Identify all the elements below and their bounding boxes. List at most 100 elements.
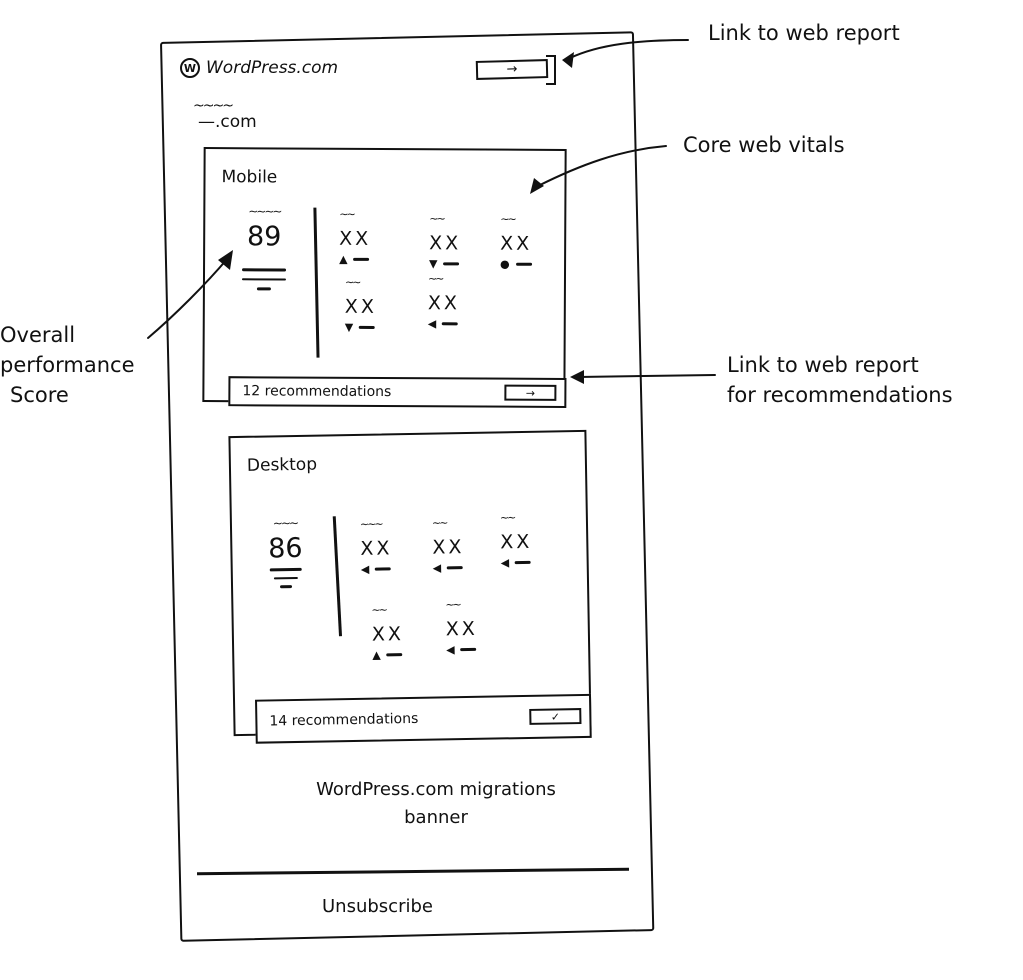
- core-web-vital-metric: ~~ XX ◀: [445, 598, 506, 657]
- annotation-line: for recommendations: [727, 383, 953, 407]
- text-line: [241, 277, 286, 281]
- metric-trend: ▲: [372, 648, 432, 662]
- recommendations-link-button[interactable]: →: [504, 384, 557, 401]
- annotation-line: Overall: [0, 323, 76, 347]
- migrations-banner[interactable]: WordPress.com migrations banner: [286, 776, 586, 832]
- wordpress-icon: W: [180, 58, 200, 78]
- recommendations-count: 14 recommendations: [269, 710, 419, 730]
- trend-value-placeholder: [359, 326, 376, 329]
- desktop-report-card: Desktop ~~~ 86 ~~~ XX ◀ ~~ XX ◀ ~~ XX ◀ …: [228, 429, 592, 744]
- metric-trend: ◀: [446, 643, 506, 657]
- trend-value-placeholder: [443, 262, 460, 266]
- score-description-placeholder: [251, 567, 321, 589]
- metric-value: XX: [371, 623, 405, 646]
- trend-value-placeholder: [353, 258, 370, 261]
- text-line: [242, 268, 287, 271]
- annotation-line: performance: [0, 353, 135, 377]
- metric-value: XX: [344, 295, 377, 318]
- trend-left-icon: ◀: [427, 317, 437, 331]
- overall-score-block: ~~~~ 89: [229, 204, 299, 290]
- metric-trend: ◀: [500, 556, 561, 570]
- score-label-placeholder: ~~~: [272, 515, 298, 531]
- metric-trend: ◀: [360, 562, 421, 576]
- web-report-button[interactable]: →: [475, 59, 549, 80]
- score-description-placeholder: [229, 268, 299, 290]
- trend-left-icon: ◀: [360, 562, 370, 576]
- metric-trend: ▲: [339, 252, 399, 266]
- core-web-vital-metric: ~~ XX ▼: [429, 212, 489, 271]
- annotation-core-web-vitals: Core web vitals: [683, 133, 845, 157]
- metric-label-placeholder: ~~: [429, 212, 444, 226]
- core-web-vital-metric: ~~~ XX ◀: [360, 517, 421, 576]
- trend-value-placeholder: [375, 567, 392, 571]
- vertical-divider: [332, 516, 342, 637]
- metric-value: XX: [427, 292, 460, 315]
- trend-down-icon: ▼: [344, 320, 354, 334]
- recommendations-link-button[interactable]: ✓: [529, 708, 582, 725]
- trend-left-icon: ◀: [500, 556, 510, 570]
- annotation-link-to-web-report: Link to web report: [708, 21, 900, 45]
- metric-trend: ▼: [429, 257, 489, 271]
- metric-label-placeholder: ~~: [371, 603, 387, 617]
- text-line: [280, 585, 293, 588]
- metric-label-placeholder: ~~: [500, 212, 515, 226]
- trend-value-placeholder: [460, 648, 477, 651]
- trend-up-icon: ▲: [339, 252, 348, 266]
- trend-value-placeholder: [515, 262, 532, 266]
- core-web-vital-metric: ~~ XX ▼: [344, 276, 405, 334]
- text-line: [256, 287, 271, 290]
- metric-trend: ▼: [344, 320, 405, 334]
- metric-value: XX: [360, 537, 393, 560]
- metric-trend: ◀: [427, 317, 488, 331]
- trend-left-icon: ◀: [432, 561, 442, 575]
- arrow-right-icon: →: [506, 61, 518, 78]
- card-title: Mobile: [221, 167, 278, 188]
- core-web-vital-metric: ~~ XX ◀: [431, 516, 493, 575]
- text-line: [269, 567, 302, 571]
- score-label-placeholder: ~~~~: [248, 204, 281, 219]
- core-web-vital-metric: ~~ XX ●: [500, 212, 560, 271]
- recommendations-footer: 14 recommendations ✓: [255, 693, 592, 744]
- annotation-bracket: [546, 55, 556, 85]
- metric-value: XX: [500, 530, 533, 554]
- annotation-overall-performance-score: Overall performance Score: [0, 320, 135, 410]
- metric-value: XX: [432, 536, 465, 559]
- banner-line-1: WordPress.com migrations: [316, 779, 556, 800]
- annotation-line: Link to web report: [727, 353, 919, 377]
- metric-trend: ●: [500, 257, 560, 271]
- recommendations-footer: 12 recommendations →: [228, 376, 567, 408]
- unsubscribe-link[interactable]: Unsubscribe: [322, 896, 433, 917]
- overall-score-block: ~~~ 86: [250, 515, 321, 589]
- metric-value: XX: [429, 232, 462, 255]
- site-name-placeholder: ~~~~: [193, 98, 234, 114]
- trend-up-icon: ▲: [372, 648, 381, 662]
- metric-label-placeholder: ~~: [445, 598, 460, 612]
- overall-score: 86: [267, 532, 303, 565]
- checkmark-icon: ✓: [550, 709, 561, 724]
- metric-value: XX: [445, 617, 479, 641]
- metric-value: XX: [500, 232, 533, 255]
- site-domain: —.com: [198, 112, 257, 132]
- trend-value-placeholder: [447, 566, 464, 570]
- brand-name: WordPress.com: [206, 58, 339, 78]
- overall-score: 89: [246, 221, 282, 253]
- brand-logo[interactable]: W WordPress.com: [180, 58, 338, 78]
- metric-trend: ◀: [432, 561, 493, 575]
- trend-left-icon: ◀: [446, 643, 455, 657]
- core-web-vital-metric: ~~ XX ▲: [371, 603, 432, 662]
- core-web-vital-metric: ~~ XX ▲: [339, 208, 399, 266]
- text-line: [273, 576, 298, 580]
- metric-value: XX: [339, 227, 372, 250]
- mobile-report-card: Mobile ~~~~ 89 ~~ XX ▲ ~~ XX ▼ ~~ XX ● ~…: [202, 147, 567, 408]
- trend-value-placeholder: [515, 561, 532, 564]
- trend-down-icon: ▼: [429, 257, 438, 271]
- annotation-recommendations-link: Link to web report for recommendations: [727, 350, 953, 410]
- trend-value-placeholder: [442, 322, 459, 326]
- trend-value-placeholder: [386, 653, 403, 657]
- metric-label-placeholder: ~~: [431, 516, 447, 530]
- annotation-line: Score: [10, 383, 69, 407]
- metric-label-placeholder: ~~: [427, 272, 443, 286]
- trend-neutral-icon: ●: [500, 257, 510, 271]
- core-web-vital-metric: ~~ XX ◀: [500, 511, 561, 570]
- card-title: Desktop: [246, 454, 318, 476]
